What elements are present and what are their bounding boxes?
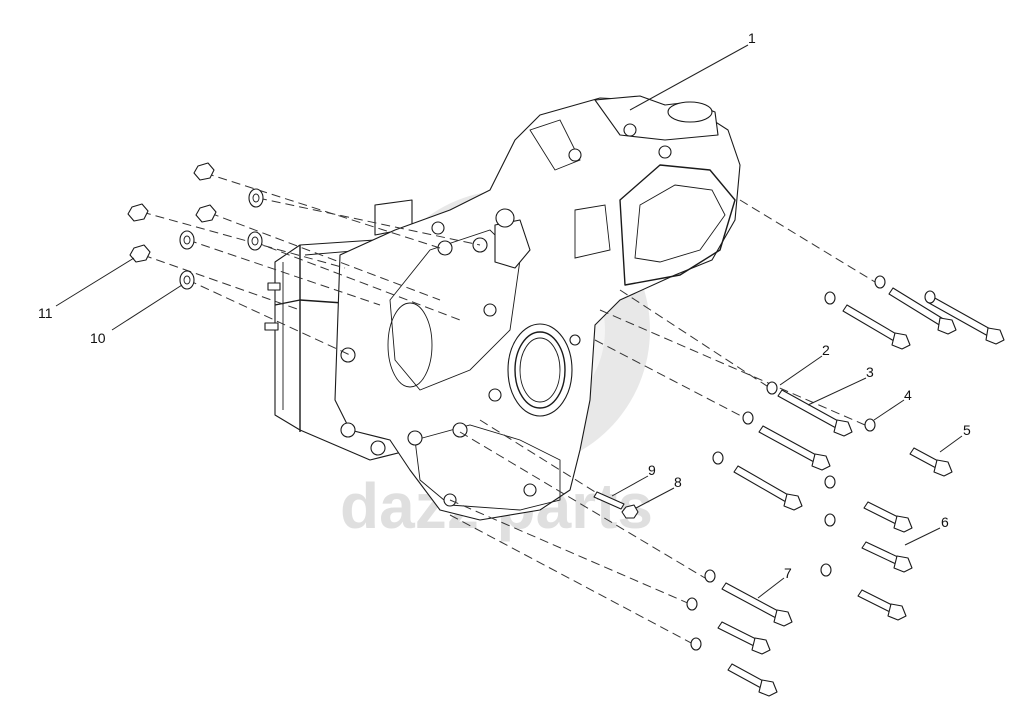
nut — [621, 504, 639, 519]
callout-4: 4 — [904, 387, 912, 403]
assembly-lines — [141, 172, 876, 646]
callout-11: 11 — [38, 305, 53, 321]
washer — [248, 188, 264, 208]
right-fasteners — [593, 275, 1005, 697]
washer — [247, 231, 263, 251]
callout-2: 2 — [822, 342, 830, 358]
washer — [179, 270, 195, 290]
callout-3: 3 — [866, 364, 874, 380]
callout-labels: 1 2 3 4 5 6 7 8 9 10 11 — [38, 30, 971, 581]
callout-7: 7 — [784, 565, 792, 581]
nut — [129, 244, 151, 263]
nut — [195, 204, 217, 223]
nut — [193, 162, 215, 181]
timing-cover-housing — [264, 95, 741, 521]
washer — [179, 230, 195, 250]
left-fasteners — [127, 162, 264, 290]
leader-lines — [55, 44, 963, 599]
callout-5: 5 — [963, 422, 971, 438]
callout-1: 1 — [748, 30, 756, 46]
callout-8: 8 — [674, 474, 682, 490]
nut — [127, 203, 149, 222]
callout-6: 6 — [941, 514, 949, 530]
callout-10: 10 — [90, 330, 106, 346]
callout-9: 9 — [648, 462, 656, 478]
